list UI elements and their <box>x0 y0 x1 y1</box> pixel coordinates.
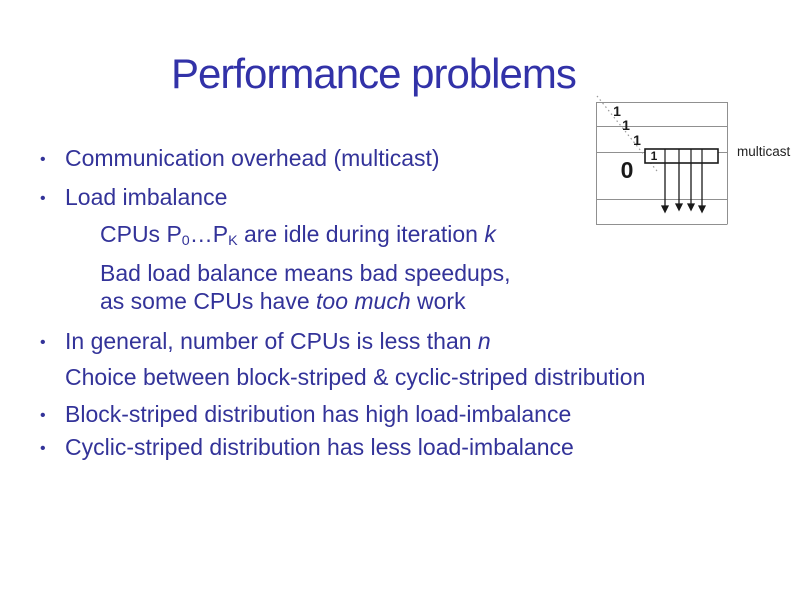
bullet-marker: • <box>40 407 46 424</box>
text-segment-italic: k <box>484 221 496 247</box>
diagonal-value: 1 <box>633 132 641 148</box>
diagonal-value: 1 <box>622 117 630 133</box>
line-text: Load imbalance <box>65 184 227 210</box>
bullet-line: • Load imbalance <box>40 184 227 212</box>
line-text: In general, number of CPUs is less than … <box>65 328 491 354</box>
diagonal-value-labels: 1 1 1 <box>613 103 641 148</box>
zero-label: 0 <box>621 157 634 183</box>
text-segment-italic: n <box>477 328 491 354</box>
text-segment: Bad load balance means bad speedups, <box>100 260 511 286</box>
bullet-line: • Communication overhead (multicast) <box>40 145 440 173</box>
bullet-marker: • <box>40 190 46 207</box>
text-segment: Choice between block-striped & cyclic-st… <box>65 364 646 390</box>
text-segment-italic: too much <box>316 288 411 314</box>
text-line: CPUs P0…PK are idle during iteration k <box>100 221 496 255</box>
text-segment: … <box>189 221 213 247</box>
bullet-marker: • <box>40 151 46 168</box>
line-text: CPUs P0…PK are idle during iteration k <box>100 221 496 250</box>
line-text: Block-striped distribution has high load… <box>65 401 571 427</box>
line-text: Choice between block-striped & cyclic-st… <box>65 364 645 390</box>
multicast-matrix-diagram: 1 1 1 0 1 <box>596 94 794 230</box>
slide-title: Performance problems <box>171 50 577 97</box>
text-line: Choice between block-striped & cyclic-st… <box>65 364 645 391</box>
text-segment: Block-striped distribution has high load… <box>65 401 572 427</box>
bullet-line: • In general, number of CPUs is less than… <box>40 328 491 356</box>
pivot-cell-value: 1 <box>651 149 658 163</box>
diagonal-value: 1 <box>613 103 621 119</box>
line-text: as some CPUs have too much work <box>100 288 466 314</box>
multicast-caption: multicast <box>737 144 791 159</box>
text-segment: are idle during iteration <box>237 221 485 247</box>
text-line: as some CPUs have too much work <box>100 288 466 315</box>
bullet-line: • Cyclic-striped distribution has less lo… <box>40 434 574 462</box>
matrix-diagram-svg: 1 1 1 0 1 <box>596 95 791 225</box>
text-segment: work <box>410 288 466 314</box>
multicast-arrows <box>660 163 707 214</box>
bullet-marker: • <box>40 440 46 457</box>
text-segment-sub: K <box>228 233 238 250</box>
text-segment: P <box>212 221 229 247</box>
bullet-marker: • <box>40 334 46 351</box>
text-line: Bad load balance means bad speedups, <box>100 260 510 287</box>
text-segment: In general, number of CPUs is less than <box>65 328 478 354</box>
line-text: Communication overhead (multicast) <box>65 145 440 171</box>
line-text: Bad load balance means bad speedups, <box>100 260 510 286</box>
bullet-line: • Block-striped distribution has high loa… <box>40 401 571 429</box>
text-segment: Load imbalance <box>65 184 228 210</box>
text-segment-sub: 0 <box>181 233 190 250</box>
text-segment: as some CPUs have <box>100 288 317 314</box>
matrix-grid-lines <box>596 102 728 225</box>
text-segment: CPUs P <box>100 221 182 247</box>
line-text: Cyclic-striped distribution has less loa… <box>65 434 574 460</box>
text-segment: Cyclic-striped distribution has less loa… <box>65 434 574 460</box>
pivot-row-rect: 1 <box>644 148 719 164</box>
text-segment: Communication overhead (multicast) <box>65 145 440 171</box>
